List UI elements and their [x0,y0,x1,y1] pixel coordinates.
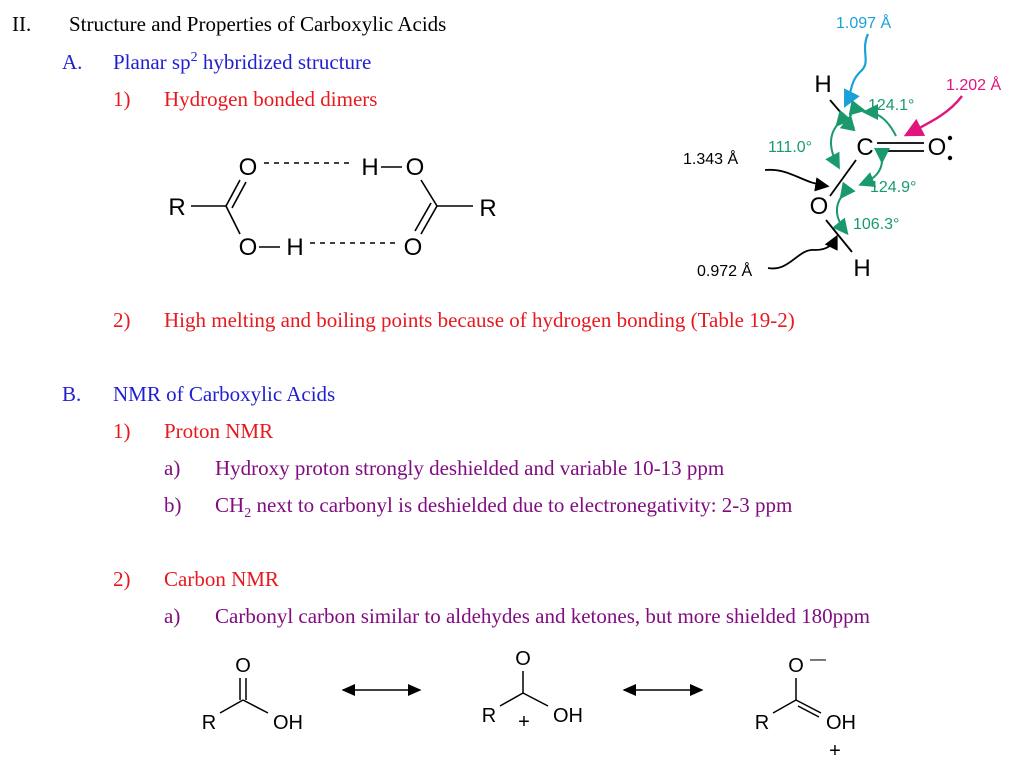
geom-h-bottom: H [853,255,870,282]
item-b1-text: Proton NMR [164,419,274,443]
dimer-o-top-left: O [239,154,258,181]
geom-label-angle-hco: 124.1° [868,97,914,114]
geom-arrow-ch [844,33,870,108]
item-b1a: a) Hydroxy proton strongly deshielded an… [0,456,1000,482]
item-b-number: B. [62,382,82,406]
res1-oh: OH [273,712,303,734]
geom-label-ch-length: 1.097 Å [836,13,891,32]
geom-label-angle-coh: 106.3° [853,216,899,233]
dimer-bond-c-o-double-left-b [231,181,247,209]
item-b1b-text-pre: CH [215,493,245,517]
res3-o: O [788,655,804,677]
res2-oh: OH [553,705,583,727]
geom-arc-angle-hco-single [825,109,852,170]
item-a1: 1) Hydrogen bonded dimers [0,87,600,113]
dimer-h-top: H [361,154,378,181]
dimer-r-right: R [479,195,496,222]
res3-bond-r-c [772,699,797,714]
lone-pair-dot [947,135,953,141]
item-a-text-pre: Planar sp [113,50,191,74]
res3-r: R [755,712,769,734]
dimer-bond-c-o-double-left-a [225,179,241,207]
geom-o-hydroxyl: O [810,193,829,220]
geom-h-top: H [814,71,831,98]
dimer-bond-c-o-single-left [225,205,241,235]
res2-bond-r-c [499,692,524,707]
res3-plus: + [829,740,841,762]
res2-bond-c-oh [522,692,549,707]
section-ii-heading: II. Structure and Properties of Carboxyl… [0,12,600,38]
item-b1b-number: b) [164,493,182,517]
dimer-o-bottom-left: O [239,234,258,261]
item-b2-number: 2) [113,567,131,591]
res3-minus: — [810,651,826,668]
res2-o: O [515,648,531,670]
item-a2-text: High melting and boiling points because … [164,308,795,332]
lone-pair-dot [947,155,953,161]
res1-bond-r-c [219,699,244,714]
geom-arc-angle-hco-b [862,104,897,137]
item-b1a-text: Hydroxy proton strongly deshielded and v… [215,456,725,480]
item-b: B. NMR of Carboxylic Acids [0,382,600,408]
item-b2a-text: Carbonyl carbon similar to aldehydes and… [215,604,870,628]
geom-arrow-co-single [764,168,830,192]
item-b2a: a) Carbonyl carbon similar to aldehydes … [0,604,1020,630]
geom-arc-angle-oco [858,147,891,187]
geom-label-co-double-length: 1.202 Å [946,75,1001,94]
item-b-text: NMR of Carboxylic Acids [113,382,336,406]
item-b1b: b) CH2 next to carbonyl is deshielded du… [0,493,1000,521]
geom-label-angle-hco-single: 111.0° [768,139,812,156]
item-b1b-subscript: 2 [244,506,252,522]
dimer-bond-o-c-single-right [420,179,438,207]
res1-r: R [202,712,216,734]
item-a1-number: 1) [113,87,131,111]
geom-arc-angle-coh [832,181,856,236]
res2-plus: + [518,711,530,733]
item-b2: 2) Carbon NMR [0,567,600,593]
item-b2-text: Carbon NMR [164,567,279,591]
dimer-bond-c-o-double-right-b [414,202,432,232]
item-b1b-text: CH2 next to carbonyl is deshielded due t… [215,493,793,521]
item-b1-number: 1) [113,419,131,443]
item-a-text: Planar sp2 hybridized structure [113,50,371,74]
dimer-r-left: R [168,194,185,221]
res2-r: R [482,705,496,727]
geom-bond-o-h [825,219,853,253]
geom-arrow-co-double [903,95,963,137]
dimer-o-bottom-right: O [404,234,423,261]
dimer-h-bottom: H [286,234,303,261]
item-b1: 1) Proton NMR [0,419,600,445]
dimer-bond-c-o-double-right-a [420,205,438,235]
section-ii-number: II. [12,12,32,36]
geom-label-oh-length: 0.972 Å [697,261,752,280]
item-a2: 2) High melting and boiling points becau… [0,308,1000,334]
res1-bond-c-oh [242,699,269,714]
geom-arrow-oh [767,234,838,270]
res3-bond-c-oh-b [797,705,820,718]
dimer-o-top-right: O [406,154,425,181]
geom-o-carbonyl: O [928,134,947,161]
item-a2-number: 2) [113,308,131,332]
geom-label-co-single-length: 1.343 Å [683,149,738,168]
res3-oh: OH [826,712,856,734]
res3-bond-c-oh-a [795,699,822,714]
section-ii-title: Structure and Properties of Carboxylic A… [69,12,447,36]
item-b1a-number: a) [164,456,181,480]
item-a-number: A. [62,50,83,74]
res1-o: O [235,655,251,677]
item-a: A. Planar sp2 hybridized structure [0,50,600,76]
item-b2a-number: a) [164,604,181,628]
item-a-superscript: 2 [190,50,198,65]
item-a1-text: Hydrogen bonded dimers [164,87,378,111]
item-a-text-post: hybridized structure [197,50,372,74]
item-b1b-text-post: next to carbonyl is deshielded due to el… [251,493,793,517]
